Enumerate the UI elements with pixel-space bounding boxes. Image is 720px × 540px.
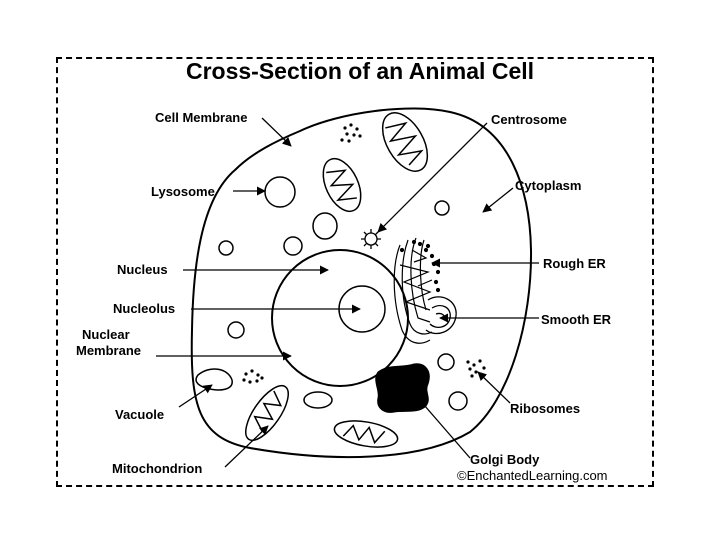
label-nuclear-membrane-line1: Nuclear bbox=[82, 327, 130, 342]
label-nucleus: Nucleus bbox=[117, 262, 168, 277]
ribosomes-pointer bbox=[477, 371, 511, 404]
lysosome bbox=[264, 176, 296, 208]
label-rough-er: Rough ER bbox=[543, 256, 606, 271]
cell-membrane-pointer bbox=[261, 117, 292, 147]
cytoplasm-pointer bbox=[482, 187, 514, 213]
label-lysosome: Lysosome bbox=[151, 184, 215, 199]
centrosome-pointer bbox=[377, 122, 488, 233]
mitochondrion-pointer bbox=[224, 425, 269, 468]
centrosome bbox=[361, 229, 381, 249]
label-cytoplasm: Cytoplasm bbox=[515, 178, 582, 193]
mitochondria bbox=[245, 112, 429, 448]
copyright-notice: ©EnchantedLearning.com bbox=[457, 468, 608, 483]
diagram-title: Cross-Section of an Animal Cell bbox=[185, 58, 535, 84]
label-centrosome: Centrosome bbox=[491, 112, 567, 127]
label-nuclear-membrane-line2: Membrane bbox=[76, 343, 142, 358]
vacuole-pointer bbox=[178, 384, 213, 408]
label-golgi-body: Golgi Body bbox=[470, 452, 540, 467]
label-ribosomes: Ribosomes bbox=[510, 401, 581, 416]
label-vacuole: Vacuole bbox=[115, 407, 165, 422]
golgi-body bbox=[375, 363, 430, 413]
cell-membrane-outline bbox=[190, 107, 533, 458]
smooth-er bbox=[425, 296, 457, 335]
dashed-frame bbox=[56, 57, 654, 487]
label-smooth-er: Smooth ER bbox=[541, 312, 612, 327]
label-mitochondrion: Mitochondrion bbox=[112, 461, 203, 476]
leader-lines bbox=[156, 117, 539, 468]
vacuole bbox=[195, 368, 233, 391]
golgi-body-pointer bbox=[417, 397, 471, 459]
label-nucleolus: Nucleolus bbox=[113, 301, 176, 316]
vesicles bbox=[218, 200, 468, 411]
ribosome-dots bbox=[242, 123, 486, 384]
label-cell-membrane: Cell Membrane bbox=[155, 110, 248, 125]
rough-er bbox=[393, 237, 441, 344]
